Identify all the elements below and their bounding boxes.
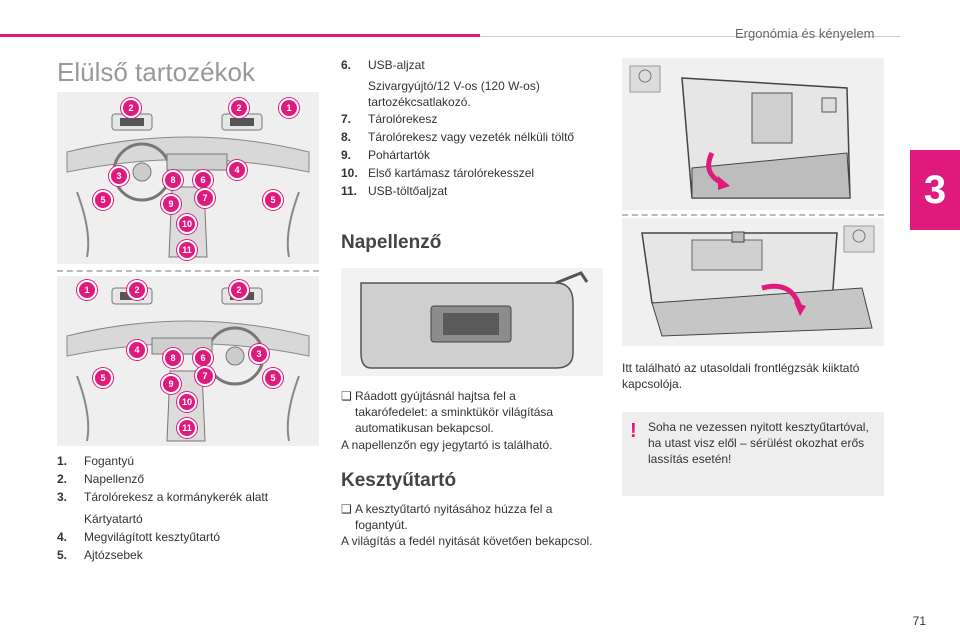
glovebox-open-illustration: [622, 58, 884, 210]
callout-4: 4: [227, 160, 247, 180]
illustration-separator: [57, 270, 319, 272]
callout-2a: 2: [121, 98, 141, 118]
header-rule: [480, 36, 900, 37]
sun-visor-step: ❑ Ráadott gyújtásnál hajtsa fel a takaró…: [341, 389, 554, 435]
chapter-tab: 3: [910, 150, 960, 230]
glovebox-note: A világítás a fedél nyitását követően be…: [341, 534, 593, 548]
step-checkbox-icon: ❑: [341, 502, 352, 516]
callout-4: 4: [127, 340, 147, 360]
legend-item: 5.Ajtózsebek: [57, 548, 143, 562]
callout-10: 10: [177, 392, 197, 412]
callout-5a: 5: [93, 190, 113, 210]
callout-2a: 2: [127, 280, 147, 300]
callout-10: 10: [177, 214, 197, 234]
sun-visor-note: A napellenzőn egy jegytartó is található…: [341, 438, 553, 452]
dashboard-illustration-lhd: 2 2 1 3 8 6 4 5 7 9 5 10 11: [57, 92, 319, 264]
callout-6: 6: [193, 348, 213, 368]
callout-2b: 2: [229, 280, 249, 300]
callout-8: 8: [163, 348, 183, 368]
legend-item: 1.Fogantyú: [57, 454, 135, 468]
page-title: Elülső tartozékok: [57, 57, 255, 87]
legend-item: 10.Első kartámasz tárolórekesszel: [341, 166, 535, 180]
legend-item: Szivargyújtó/12 V-os (120 W-os) tartozék…: [368, 79, 540, 109]
chapter-title: Ergonómia és kényelem: [735, 26, 875, 41]
sun-visor-drawing: [341, 268, 603, 376]
callout-5b: 5: [263, 368, 283, 388]
callout-8: 8: [163, 170, 183, 190]
callout-9: 9: [161, 194, 181, 214]
sun-visor-illustration: [341, 268, 603, 376]
dashboard-drawing: [57, 92, 319, 264]
legend-item: 3.Tárolórekesz a kormánykerék alatt: [57, 490, 269, 504]
legend-item: 6.USB-aljzat: [341, 58, 425, 72]
legend-item: 8.Tárolórekesz vagy vezeték nélküli tölt…: [341, 130, 575, 144]
callout-3: 3: [249, 344, 269, 364]
warning-box: [622, 412, 884, 496]
callout-11: 11: [177, 240, 197, 260]
callout-7: 7: [195, 188, 215, 208]
legend-item: 4.Megvilágított kesztyűtartó: [57, 530, 221, 544]
legend-item: 11.USB-töltőaljzat: [341, 184, 448, 198]
glovebox-separator: [622, 214, 884, 216]
sun-visor-heading: Napellenző: [341, 232, 442, 253]
legend-list-left: 1.Fogantyú 2.Napellenző 3.Tárolórekesz a…: [57, 452, 319, 564]
legend-item: 9.Pohártartók: [341, 148, 431, 162]
airbag-switch-note: Itt található az utasoldali frontlégzsák…: [622, 361, 860, 391]
dashboard-illustration-rhd: 1 2 2 4 8 6 3 5 7 9 5 10 11: [57, 276, 319, 446]
step-checkbox-icon: ❑: [341, 389, 352, 403]
warning-text: Soha ne vezessen nyitott kesztyűtartóval…: [648, 420, 869, 466]
callout-5b: 5: [263, 190, 283, 210]
glovebox-heading: Kesztyűtartó: [341, 470, 457, 491]
callout-5a: 5: [93, 368, 113, 388]
page-number: 71: [912, 614, 926, 628]
callout-1: 1: [77, 280, 97, 300]
callout-9: 9: [161, 374, 181, 394]
warning-icon: !: [630, 420, 637, 442]
callout-2b: 2: [229, 98, 249, 118]
glovebox-airbag-illustration: [622, 218, 884, 346]
legend-item: 2.Napellenző: [57, 472, 145, 486]
callout-11: 11: [177, 418, 197, 438]
glovebox-drawing-1: [622, 58, 884, 210]
callout-1: 1: [279, 98, 299, 118]
legend-item: Kártyatartó: [84, 512, 143, 526]
callout-3: 3: [109, 166, 129, 186]
callout-6: 6: [193, 170, 213, 190]
glovebox-step: ❑ A kesztyűtartó nyitásához húzza fel a …: [341, 502, 553, 532]
header-accent-bar: [0, 34, 480, 37]
legend-list-right: 6.USB-aljzat Szivargyújtó/12 V-os (120 W…: [341, 56, 603, 200]
callout-7: 7: [195, 366, 215, 386]
glovebox-drawing-2: [622, 218, 884, 346]
legend-item: 7.Tárolórekesz: [341, 112, 438, 126]
